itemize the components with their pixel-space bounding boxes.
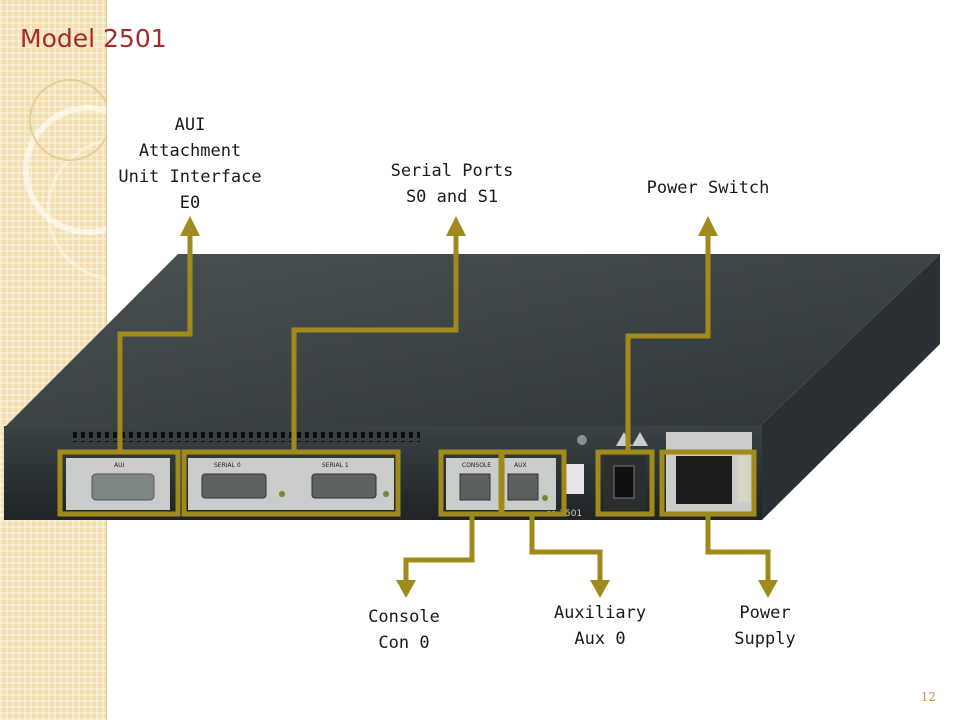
aui-port-label: AUI xyxy=(114,462,124,469)
power-switch xyxy=(604,432,648,510)
aux-arrow-line xyxy=(529,514,603,582)
aui-arrowhead xyxy=(180,216,200,236)
serial0-port-label: SERIAL 0 xyxy=(214,462,241,469)
supply-arrow-line xyxy=(705,514,771,582)
serial-callout-box xyxy=(181,449,401,517)
slide-title: Model 2501 xyxy=(20,24,167,53)
arrow-heads xyxy=(180,216,778,598)
power-supply-socket xyxy=(666,432,752,514)
page-number: 12 xyxy=(920,690,936,704)
power-supply-label: Power Supply xyxy=(734,603,796,649)
power-switch-label: Power Switch xyxy=(646,178,770,198)
auxiliary-label: Auxiliary Aux 0 xyxy=(553,603,647,649)
serial-ports-label: Serial Ports S0 and S1 xyxy=(390,161,514,207)
aux-port-label: AUX xyxy=(514,462,527,469)
serial1-port-label: SERIAL 1 xyxy=(322,462,349,469)
supply-arrowhead xyxy=(758,580,778,598)
callout-lines xyxy=(117,232,771,582)
switch-callout-box xyxy=(595,449,655,517)
serial-arrowhead xyxy=(446,216,466,236)
chassis-side xyxy=(758,254,940,520)
console-arrow-line xyxy=(403,514,475,582)
aui-arrow-line xyxy=(117,232,193,452)
aui-port: AUI xyxy=(66,458,170,510)
serial-ports: SERIAL 0 SERIAL 1 xyxy=(188,458,394,510)
ground-screw xyxy=(577,435,587,445)
console-port-label: CONSOLE xyxy=(462,462,491,469)
switch-arrowhead xyxy=(698,216,718,236)
aux-arrowhead xyxy=(590,580,610,598)
console-arrowhead xyxy=(396,580,416,598)
aui-label: AUI Attachment Unit Interface E0 xyxy=(118,115,262,213)
decorative-circles xyxy=(23,79,106,281)
serial-arrow-line xyxy=(291,232,459,452)
console-label: Console Con 0 xyxy=(368,607,440,653)
switch-arrow-line xyxy=(625,232,711,452)
serial-sticker xyxy=(562,464,584,494)
vent-strip xyxy=(70,432,420,442)
